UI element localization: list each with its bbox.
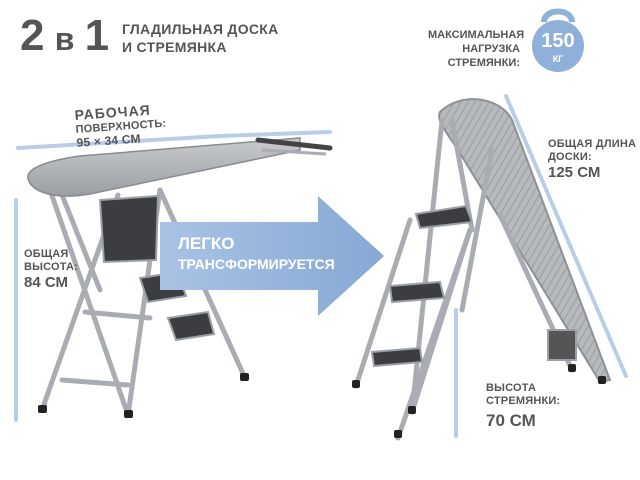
heading-subtitle: ГЛАДИЛЬНАЯ ДОСКА И СТРЕМЯНКА	[122, 20, 279, 56]
load-label: МАКСИМАЛЬНАЯ НАГРУЗКА СТРЕМЯНКИ:	[428, 28, 525, 70]
feet-right	[352, 364, 606, 438]
step-treads-right	[370, 204, 577, 368]
total-height-line-1: ОБЩАЯ	[24, 248, 69, 260]
arrow-text-line-2: ТРАНСФОРМИРУЕТСЯ	[178, 256, 335, 272]
transform-arrow	[160, 196, 384, 316]
kettlebell-icon	[532, 8, 584, 72]
total-height-line-2: ВЫСОТА:	[24, 261, 78, 273]
ladder-height-line-1: ВЫСОТА	[486, 382, 537, 394]
subtitle-line-2: И СТРЕМЯНКА	[122, 39, 227, 55]
arrow-text-line-1: ЛЕГКО	[178, 234, 235, 253]
load-line-2: НАГРУЗКА	[462, 43, 520, 55]
total-height-label: ОБЩАЯ ВЫСОТА: 84 СМ	[24, 248, 78, 292]
board-length-line-2: ДОСКИ:	[548, 151, 592, 163]
board-length-value: 125 СМ	[548, 164, 601, 181]
heading-number-2: 1	[84, 11, 110, 60]
ladder-height-value: 70 СМ	[486, 411, 536, 430]
surface-dimension-line	[16, 130, 332, 150]
load-line-3: СТРЕМЯНКИ:	[447, 57, 520, 69]
heading-connector: в	[54, 21, 75, 57]
load-line-1: МАКСИМАЛЬНАЯ	[428, 29, 525, 41]
total-height-value: 84 СМ	[24, 274, 68, 291]
load-value: 150	[541, 30, 575, 52]
surface-label: РАБОЧАЯ ПОВЕРХНОСТЬ: 95 × 34 СМ	[74, 100, 168, 150]
feet-left	[38, 373, 249, 418]
load-unit: КГ	[552, 54, 564, 64]
subtitle-line-1: ГЛАДИЛЬНАЯ ДОСКА	[122, 21, 279, 37]
board-length-label: ОБЩАЯ ДЛИНА ДОСКИ: 125 СМ	[548, 138, 636, 182]
heading-number: 2	[20, 11, 45, 60]
ladder-height-label: ВЫСОТА СТРЕМЯНКИ: 70 СМ	[486, 382, 560, 430]
board-length-line-1: ОБЩАЯ ДЛИНА	[548, 138, 637, 150]
length-dimension-line	[504, 94, 628, 378]
ladder-height-line-2: СТРЕМЯНКИ:	[486, 395, 561, 407]
heading-2in1: 2 в 1	[20, 11, 110, 61]
